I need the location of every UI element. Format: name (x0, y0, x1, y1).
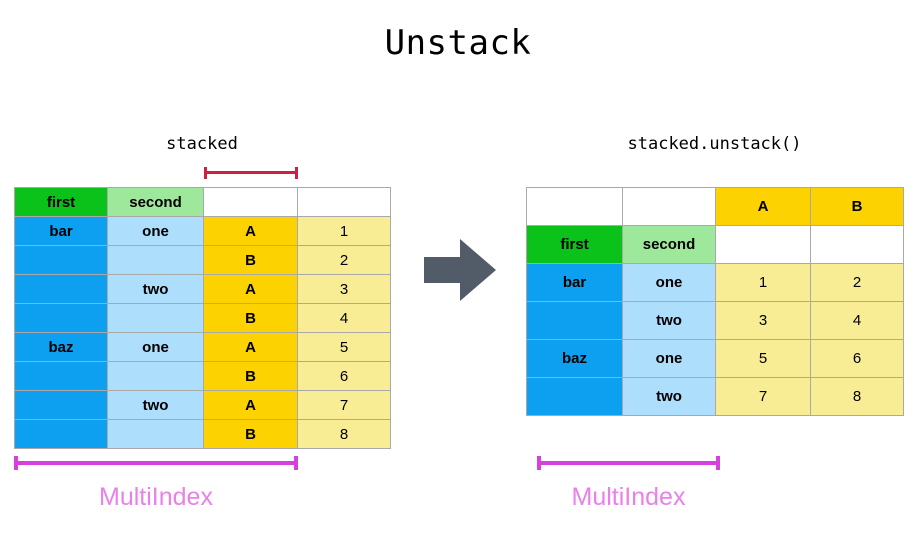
table-cell: 5 (297, 332, 391, 362)
table-cell: B (203, 303, 298, 333)
bracket-bar (204, 171, 298, 174)
caption-unstacked: stacked.unstack() (627, 134, 802, 154)
table-cell (715, 225, 811, 264)
table-cell (107, 303, 204, 333)
table-cell: A (203, 390, 298, 420)
table-cell (810, 225, 904, 264)
table-cell: two (107, 390, 204, 420)
table-cell: second (107, 187, 204, 217)
table-cell: two (622, 377, 716, 416)
bracket-bar (14, 461, 298, 465)
table-cell: 5 (715, 339, 811, 378)
bracket-cap-right (295, 167, 298, 179)
table-cell: baz (526, 339, 623, 378)
table-cell: B (203, 245, 298, 275)
table-cell: B (810, 187, 904, 226)
table-cell: bar (526, 263, 623, 302)
table-cell: 7 (715, 377, 811, 416)
multiindex-bracket-left (14, 456, 298, 470)
table-cell: 3 (297, 274, 391, 304)
table-cell: second (622, 225, 716, 264)
table-cell: 8 (297, 419, 391, 449)
table-cell: one (107, 216, 204, 246)
table-cell (107, 419, 204, 449)
table-cell: 6 (297, 361, 391, 391)
table-cell: one (107, 332, 204, 362)
table-cell: B (203, 361, 298, 391)
table-cell: one (622, 339, 716, 378)
table-cell (14, 245, 108, 275)
table-cell (526, 377, 623, 416)
table-cell: one (622, 263, 716, 302)
table-cell: 3 (715, 301, 811, 340)
table-cell: two (107, 274, 204, 304)
caption-stacked: stacked (166, 134, 238, 154)
table-cell: 1 (297, 216, 391, 246)
table-cell (14, 419, 108, 449)
table-cell: 2 (297, 245, 391, 275)
table-cell: A (715, 187, 811, 226)
table-cell (526, 301, 623, 340)
table-cell: bar (14, 216, 108, 246)
multiindex-bracket-right (537, 456, 720, 470)
table-cell: B (203, 419, 298, 449)
table-cell (107, 245, 204, 275)
table-cell: 4 (297, 303, 391, 333)
bracket-cap-right (716, 456, 720, 470)
columns-bracket (204, 167, 298, 179)
table-cell (526, 187, 623, 226)
bracket-cap-right (294, 456, 298, 470)
table-cell: 1 (715, 263, 811, 302)
table-cell: baz (14, 332, 108, 362)
table-cell (14, 303, 108, 333)
table-cell (297, 187, 391, 217)
table-cell: 7 (297, 390, 391, 420)
table-cell: 2 (810, 263, 904, 302)
table-cell: A (203, 216, 298, 246)
table-cell (622, 187, 716, 226)
bracket-bar (537, 461, 720, 465)
table-cell (203, 187, 298, 217)
table-cell: two (622, 301, 716, 340)
multiindex-label-left: MultiIndex (99, 483, 213, 511)
table-cell: 8 (810, 377, 904, 416)
table-cell: 4 (810, 301, 904, 340)
table-cell: 6 (810, 339, 904, 378)
table-cell (107, 361, 204, 391)
right-arrow-icon (424, 239, 496, 301)
table-cell (14, 361, 108, 391)
table-cell: A (203, 274, 298, 304)
table-cell: first (526, 225, 623, 264)
table-cell: A (203, 332, 298, 362)
table-cell (14, 274, 108, 304)
multiindex-label-right: MultiIndex (571, 483, 686, 511)
page-title: Unstack (384, 23, 532, 63)
table-cell (14, 390, 108, 420)
table-cell: first (14, 187, 108, 217)
